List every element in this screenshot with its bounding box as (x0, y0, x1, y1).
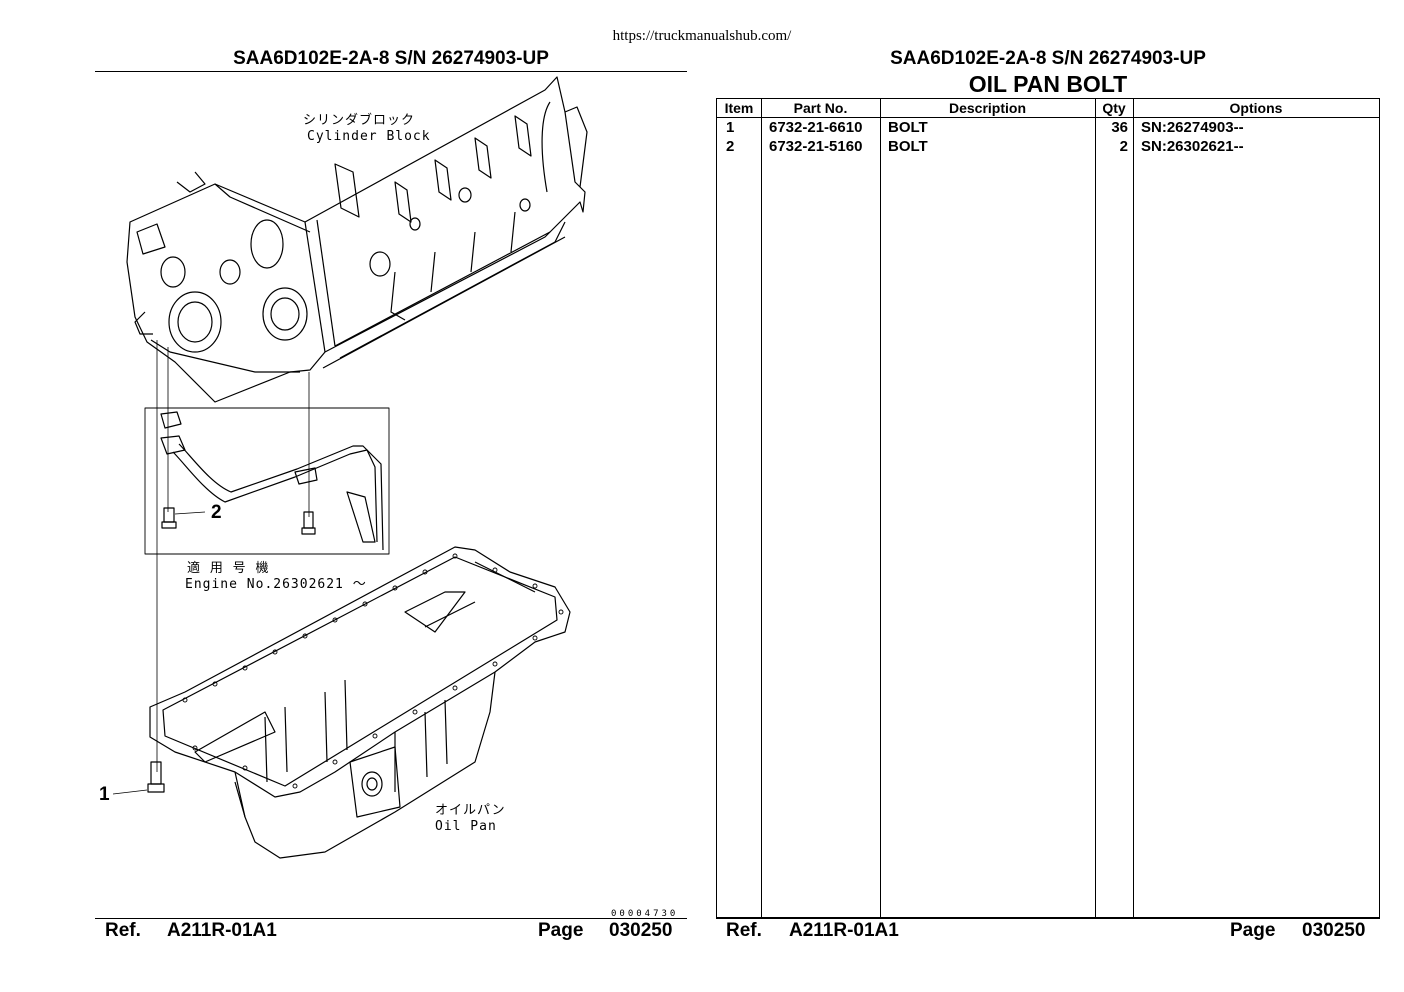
column-header-part-no: Part No. (793, 100, 848, 116)
oil-pan-drawing (112, 511, 571, 859)
table-header-row: Item Part No. Description Qty Options (717, 99, 1379, 118)
guide-lines (156, 340, 310, 772)
options-cell: SN:26274903-- (1141, 119, 1244, 136)
part-no-cell: 6732-21-5160 (769, 138, 863, 155)
description-cell: BOLT (888, 119, 928, 136)
column-header-description: Description (948, 100, 1026, 116)
engine-number-label-en: Engine No.26302621 ～ (185, 577, 367, 592)
source-url: https://truckmanualshub.com/ (612, 28, 792, 44)
right-footer-ref-value: A211R-01A1 (789, 920, 899, 941)
description-cell: BOLT (888, 138, 928, 155)
column-divider (1095, 99, 1096, 917)
parts-table: Item Part No. Description Qty Options 1 … (716, 98, 1380, 918)
cylinder-block-drawing (126, 76, 588, 403)
table-row: 1 6732-21-6610 BOLT 36 SN:26274903-- (717, 119, 1379, 138)
parts-diagram: シリンダブロック Cylinder Block 適 用 号 機 Engine N… (95, 72, 687, 918)
right-footer-page-value: 030250 (1302, 920, 1366, 941)
column-header-options: Options (1229, 100, 1283, 116)
table-row: 2 6732-21-5160 BOLT 2 SN:26302621-- (717, 138, 1379, 157)
left-header: SAA6D102E-2A-8 S/N 26274903-UP (233, 48, 549, 69)
oil-pan-flange-holes (182, 553, 564, 789)
cylinder-block-label-jp: シリンダブロック (303, 112, 415, 128)
column-divider (761, 99, 762, 917)
left-footer-page-value: 030250 (609, 920, 673, 941)
item-cell: 2 (726, 138, 735, 155)
callout-1: 1 (99, 784, 110, 805)
oil-pan-label-en: Oil Pan (435, 819, 497, 834)
column-divider (880, 99, 881, 917)
right-footer-page-label: Page (1230, 920, 1276, 941)
qty-cell: 36 (1111, 119, 1128, 136)
engine-number-label-jp: 適 用 号 機 (187, 560, 269, 576)
left-footer-ref-value: A211R-01A1 (167, 920, 277, 941)
left-footer-rule (95, 918, 687, 919)
cylinder-block-label-en: Cylinder Block (307, 129, 431, 144)
part-no-cell: 6732-21-6610 (769, 119, 863, 136)
right-header: SAA6D102E-2A-8 S/N 26274903-UP (890, 48, 1206, 69)
options-cell: SN:26302621-- (1141, 138, 1244, 155)
drawing-code: 00004730 (611, 909, 678, 918)
column-header-item: Item (724, 100, 754, 116)
left-footer-page-label: Page (538, 920, 584, 941)
left-footer-ref-label: Ref. (105, 920, 141, 941)
qty-cell: 2 (1119, 138, 1128, 155)
right-footer-ref-label: Ref. (726, 920, 762, 941)
inset-detail-drawing (144, 407, 390, 555)
page-title: OIL PAN BOLT (968, 71, 1128, 97)
column-header-qty: Qty (1102, 100, 1126, 116)
callout-2: 2 (211, 502, 222, 523)
oil-pan-label-jp: オイルパン (435, 803, 506, 818)
right-footer-rule (716, 918, 1380, 919)
item-cell: 1 (726, 119, 735, 136)
left-header-rule (95, 71, 687, 72)
column-divider (1133, 99, 1134, 917)
